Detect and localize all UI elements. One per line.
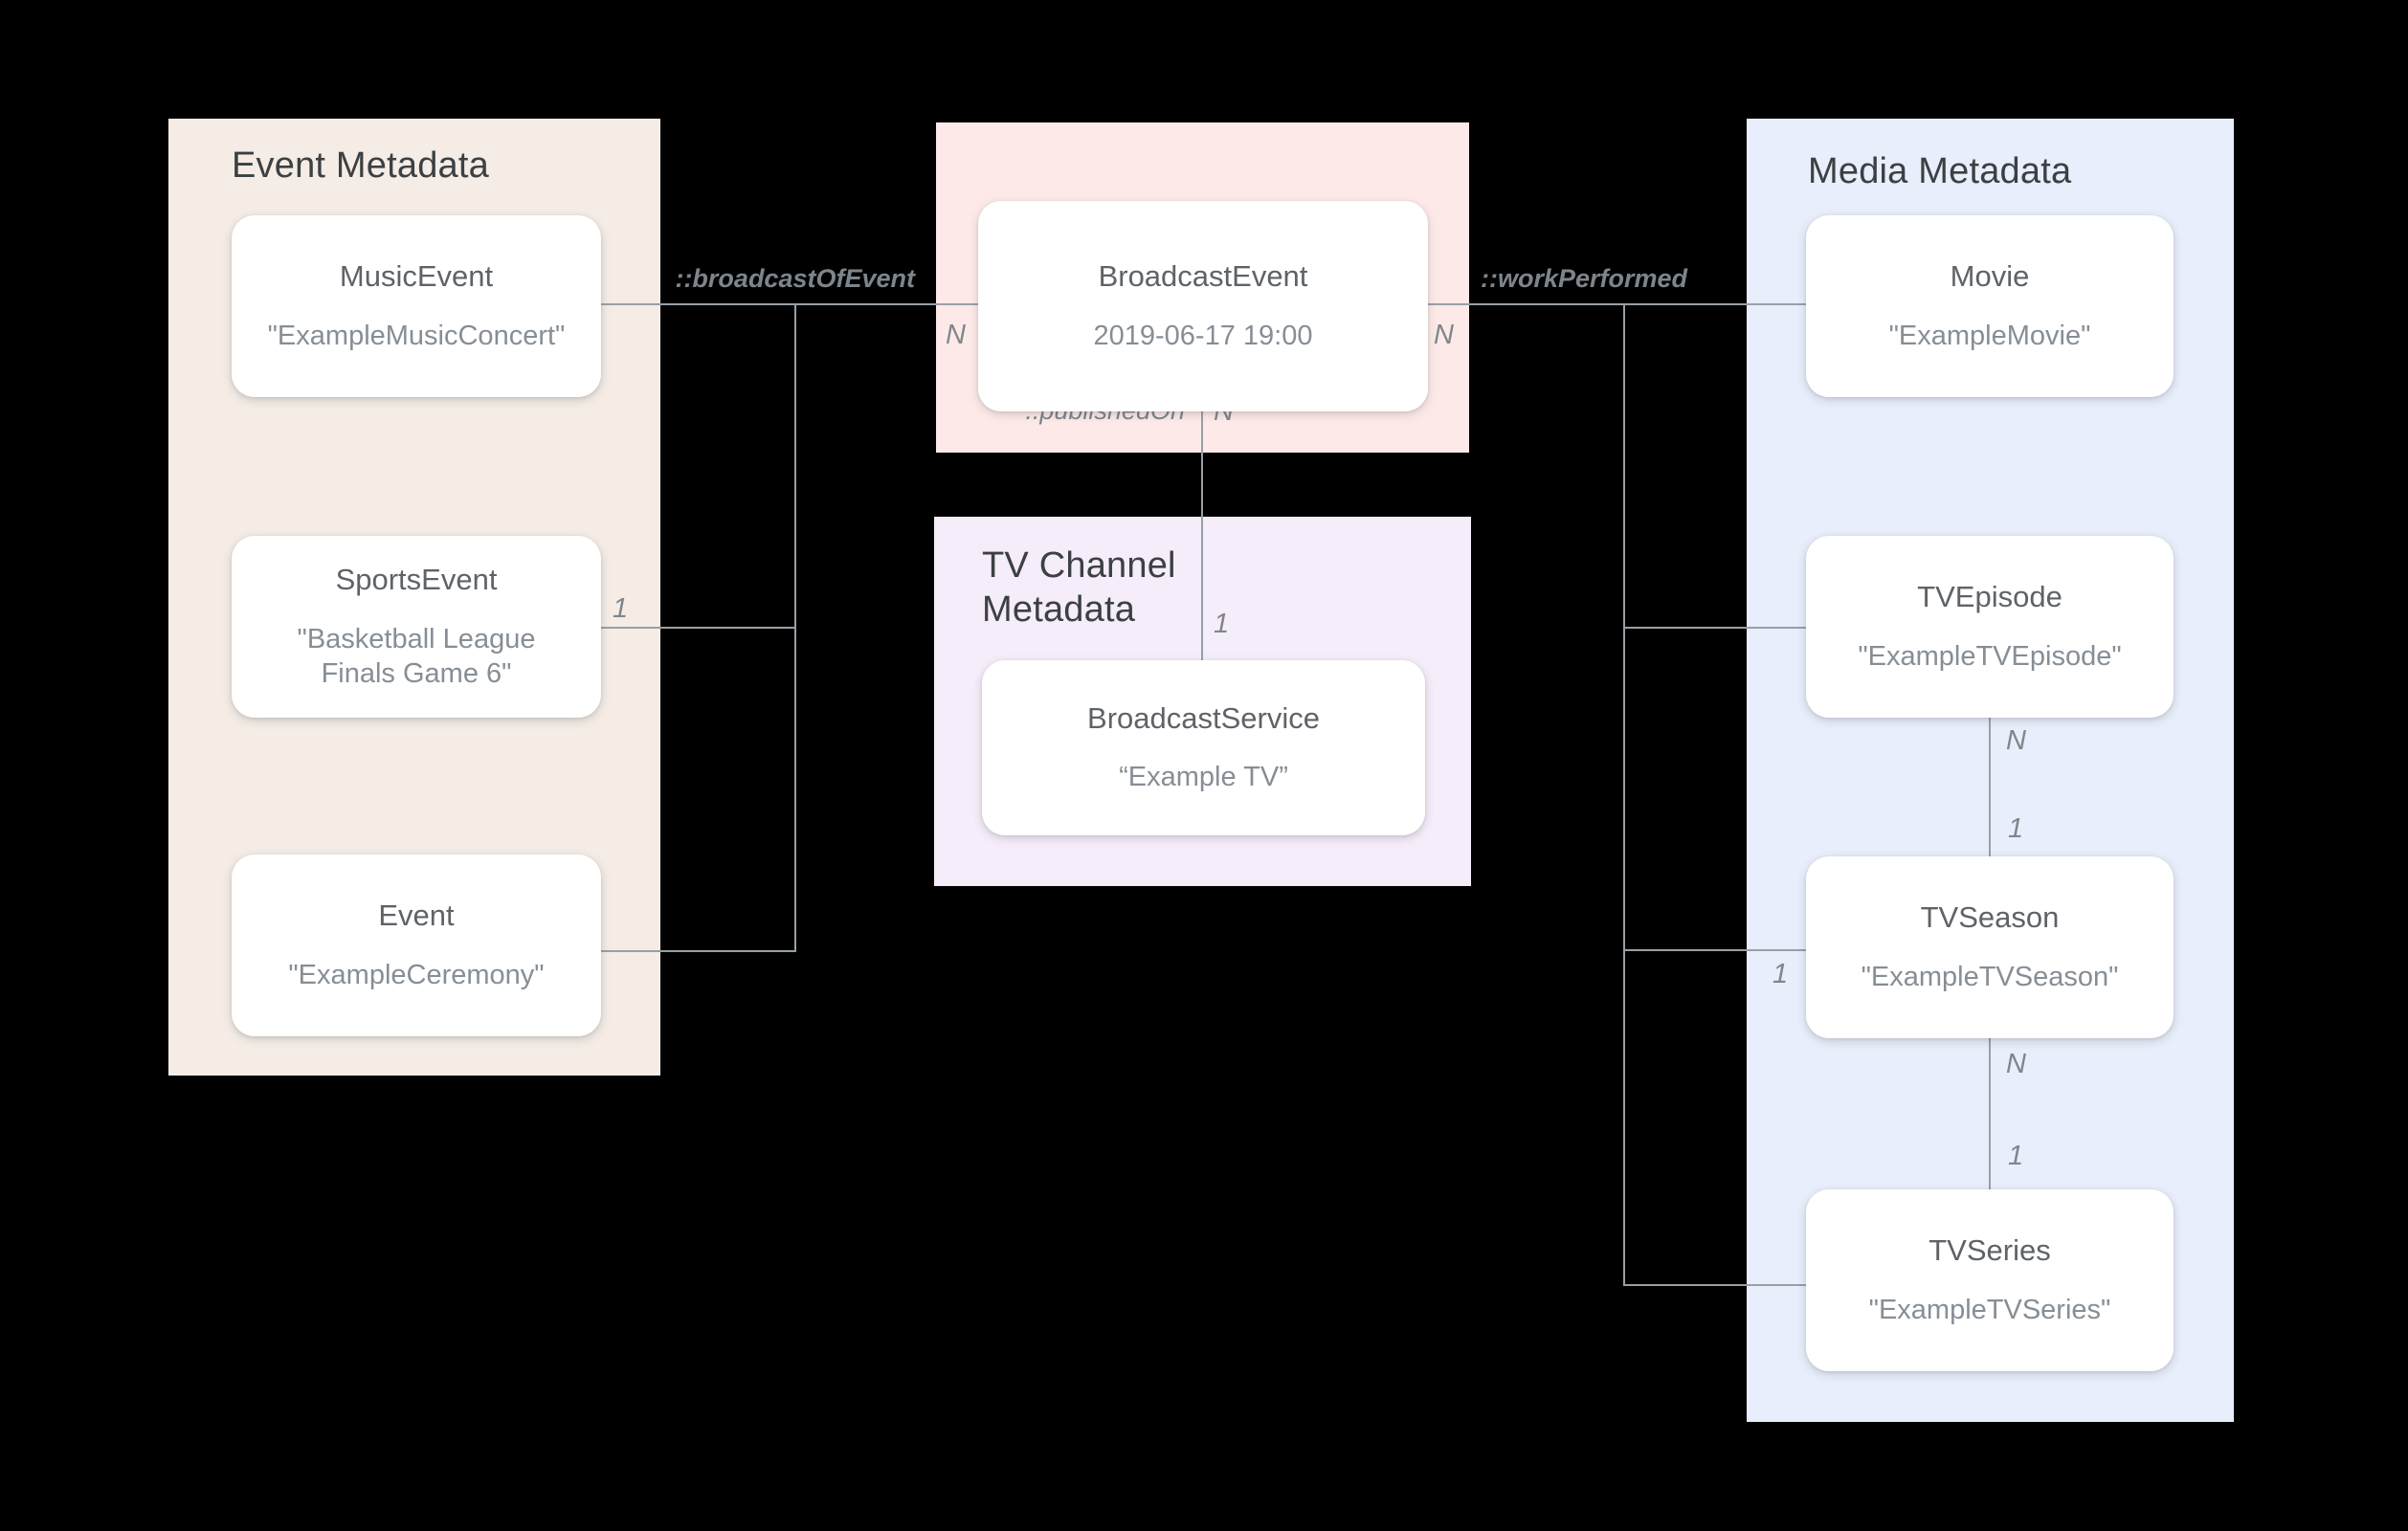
node-movie-subtitle: "ExampleMovie" — [1888, 320, 2091, 351]
cardinality-episode-season-n: N — [2006, 725, 2026, 756]
node-broadcast-service: BroadcastService “Example TV” — [982, 660, 1425, 835]
node-broadcast-event-subtitle: 2019-06-17 19:00 — [1093, 320, 1313, 351]
node-event-subtitle: "ExampleCeremony" — [288, 959, 545, 990]
edge-event-stub-line — [601, 950, 796, 952]
cardinality-broadcast-of-event-n: N — [946, 320, 966, 350]
node-broadcast-event-title: BroadcastEvent — [1098, 259, 1308, 294]
edge-tv-season-stub-line — [1623, 949, 1806, 951]
label-work-performed: ::workPerformed — [1480, 264, 1688, 293]
panel-media-metadata-title: Media Metadata — [1808, 151, 2072, 191]
node-broadcast-service-subtitle: “Example TV” — [1119, 762, 1288, 793]
node-event: Event "ExampleCeremony" — [232, 854, 601, 1036]
cardinality-season-series-n: N — [2006, 1049, 2026, 1079]
edge-published-on-line — [1201, 411, 1203, 660]
node-tv-season-subtitle: "ExampleTVSeason" — [1861, 961, 2119, 992]
node-tv-series-title: TVSeries — [1929, 1233, 2051, 1268]
node-movie: Movie "ExampleMovie" — [1806, 215, 2174, 397]
node-tv-series: TVSeries "ExampleTVSeries" — [1806, 1189, 2174, 1371]
node-sports-event-title: SportsEvent — [335, 562, 498, 596]
cardinality-episode-season-1: 1 — [2008, 813, 2024, 844]
node-movie-title: Movie — [1950, 259, 2030, 294]
node-tv-episode: TVEpisode "ExampleTVEpisode" — [1806, 536, 2174, 718]
node-tv-season-title: TVSeason — [1920, 900, 2060, 935]
edge-work-performed-branch-line — [1623, 303, 1625, 1286]
label-broadcast-of-event: ::broadcastOfEvent — [675, 264, 915, 293]
edge-season-series-line — [1989, 1038, 1991, 1189]
node-broadcast-service-title: BroadcastService — [1087, 700, 1320, 735]
cardinality-work-performed-n: N — [1434, 320, 1454, 350]
edge-tv-episode-stub-line — [1623, 627, 1806, 629]
edge-broadcast-of-event-main-line — [601, 303, 978, 305]
node-music-event-title: MusicEvent — [339, 259, 494, 294]
node-music-event-subtitle: "ExampleMusicConcert" — [267, 320, 566, 351]
panel-event-metadata-title: Event Metadata — [232, 145, 489, 186]
edge-work-performed-main-line — [1428, 303, 1806, 305]
edge-episode-season-line — [1989, 718, 1991, 856]
node-sports-event: SportsEvent "Basketball League Finals Ga… — [232, 536, 601, 718]
node-event-title: Event — [378, 899, 455, 933]
node-tv-season: TVSeason "ExampleTVSeason" — [1806, 856, 2174, 1038]
panel-tv-channel-metadata-title: TV Channel Metadata — [982, 545, 1176, 631]
edge-sports-event-stub-line — [601, 627, 796, 629]
node-music-event: MusicEvent "ExampleMusicConcert" — [232, 215, 601, 397]
cardinality-published-on-1: 1 — [1214, 609, 1230, 639]
cardinality-work-performed-1: 1 — [1773, 959, 1789, 989]
edge-tv-series-stub-line — [1623, 1284, 1806, 1286]
node-tv-episode-subtitle: "ExampleTVEpisode" — [1858, 640, 2122, 672]
node-tv-series-subtitle: "ExampleTVSeries" — [1868, 1294, 2111, 1325]
cardinality-broadcast-of-event-1: 1 — [613, 593, 629, 624]
node-sports-event-subtitle: "Basketball League Finals Game 6" — [297, 623, 536, 689]
cardinality-season-series-1: 1 — [2008, 1141, 2024, 1171]
node-broadcast-event: BroadcastEvent 2019-06-17 19:00 — [978, 201, 1428, 411]
node-tv-episode-title: TVEpisode — [1917, 580, 2062, 614]
